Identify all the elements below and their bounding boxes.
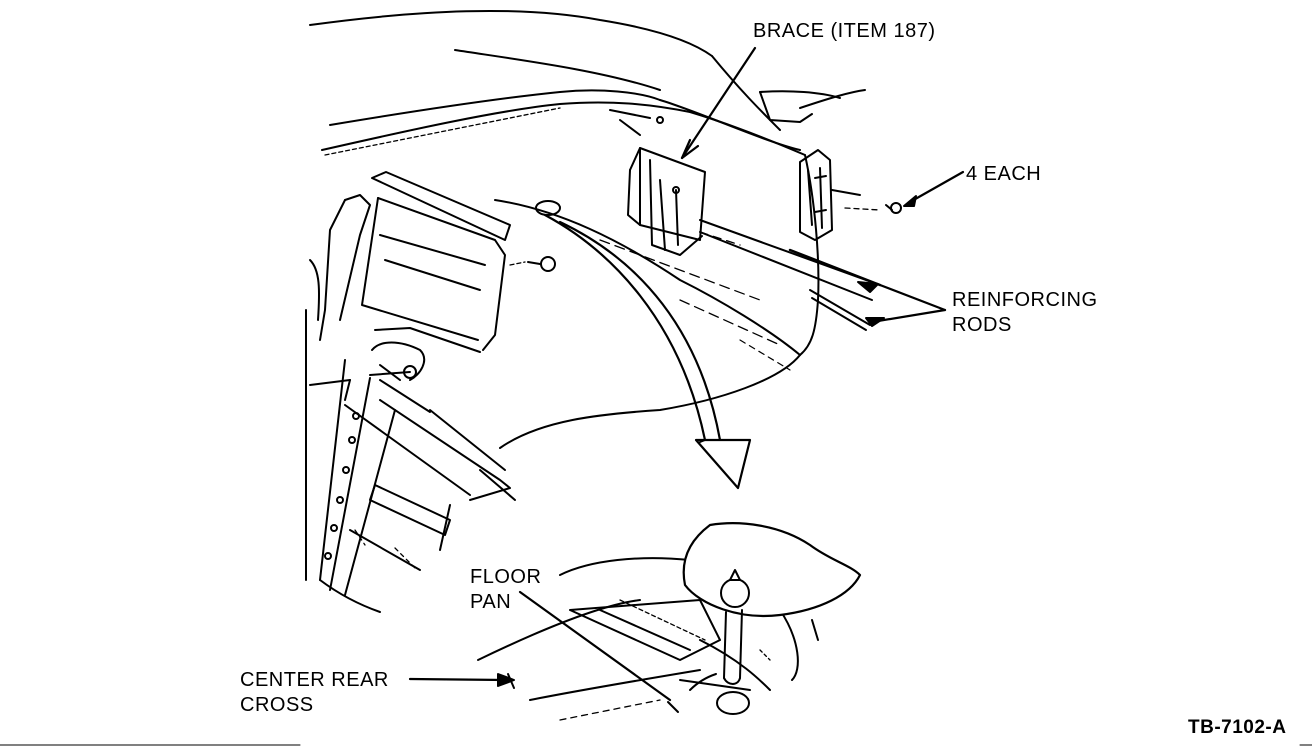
upper-body-panel xyxy=(309,9,866,156)
reinforcing-rods-label-line1: REINFORCING xyxy=(952,289,1098,311)
floor-pan-label-line2: PAN xyxy=(470,591,512,613)
center-rear-cross-label-line1: CENTER REAR xyxy=(240,669,389,691)
leader-lines xyxy=(408,46,965,702)
floor-pan-label-line1: FLOOR xyxy=(470,566,542,588)
reinforcing-rods-label-line2: RODS xyxy=(952,314,1012,336)
bolt-icon xyxy=(885,202,902,214)
wheel-house xyxy=(494,154,882,449)
brace-label: BRACE (ITEM 187) xyxy=(753,20,936,42)
figure-id: TB-7102-A xyxy=(1188,717,1287,738)
cross-member-fragment xyxy=(0,673,1312,746)
direction-arrow-icon xyxy=(543,213,752,490)
brace-bracket xyxy=(609,109,881,256)
four-each-label: 4 EACH xyxy=(966,163,1042,185)
center-rear-cross-label-line2: CROSS xyxy=(240,694,314,716)
floor-pan-detail xyxy=(477,522,862,721)
side-panel xyxy=(305,171,561,613)
